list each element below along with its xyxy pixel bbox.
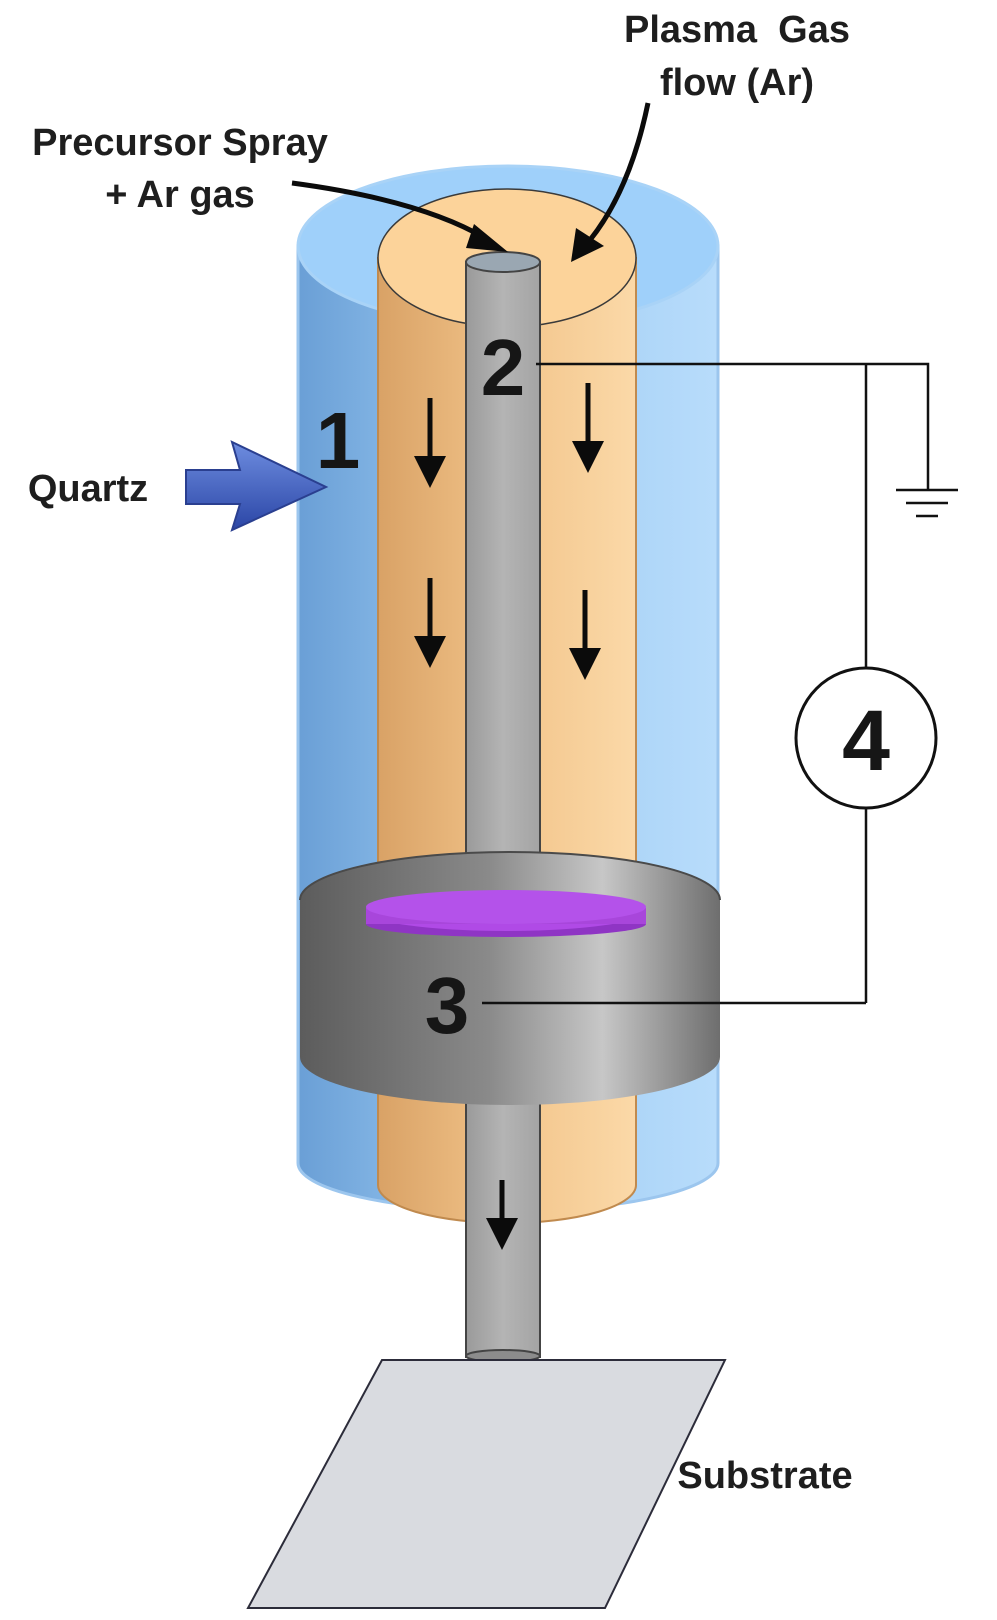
down-arrow-icon [414, 398, 446, 488]
plasma-gas-sublabel: flow (Ar) [660, 62, 814, 104]
precursor-spray-sublabel: + Ar gas [105, 174, 255, 216]
down-arrow-icon [414, 578, 446, 668]
substrate-plate [246, 1359, 727, 1609]
plasma-gas-label: Plasma Gas [624, 9, 850, 51]
number-4-label: 4 [842, 693, 890, 789]
substrate-label: Substrate [677, 1455, 852, 1497]
plasma-disc [366, 890, 646, 937]
down-arrow-icon [572, 383, 604, 473]
flow-arrows [414, 383, 604, 1250]
right-arrow-icon [185, 440, 329, 532]
number-1-label: 1 [316, 396, 361, 485]
down-arrow-icon [486, 1180, 518, 1250]
inner-electrode-rod [465, 251, 541, 1363]
circuit-wiring [482, 362, 930, 1005]
ground-icon [896, 488, 958, 518]
curved-arrow-icon [291, 180, 508, 252]
quartz-label: Quartz [28, 468, 148, 510]
down-arrow-icon [569, 590, 601, 680]
power-supply-symbol [794, 666, 938, 810]
precursor-spray-label: Precursor Spray [32, 122, 328, 164]
number-2-label: 2 [481, 323, 526, 412]
curved-arrow-icon [571, 102, 651, 262]
outer-electrode-band [299, 851, 721, 1105]
number-3-label: 3 [425, 961, 470, 1050]
